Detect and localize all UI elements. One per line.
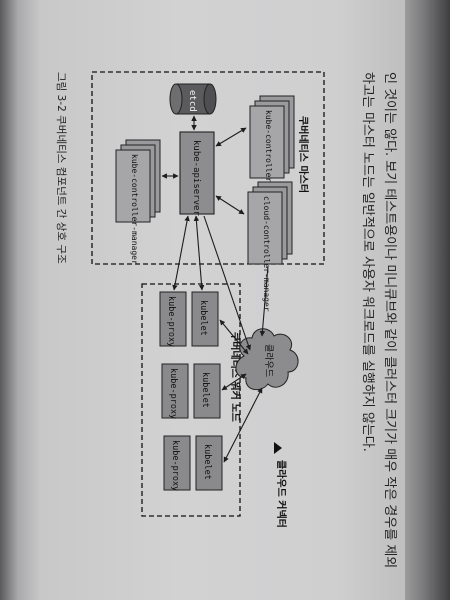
worker-node-2: kubelet kube-proxy (161, 363, 221, 419)
body-text-line-2: 하고는 마스터 노드는 일반적으로 사용자 워크로드를 실행하지 않는다. (360, 72, 376, 452)
kube-controller-manager-label: kube-controller-manager (264, 110, 273, 221)
etcd-label: etcd (187, 90, 197, 112)
apiserver-box: kube-apiserver (179, 131, 215, 216)
cluster-arrows (172, 215, 269, 463)
worker-node-1: kubelet kube-proxy (159, 291, 219, 347)
kubelet-label-3: kubelet (202, 444, 212, 480)
cloud-connector-legend: 클라우드 커넥터 (274, 442, 288, 528)
cloud-label: 클라우드 (263, 344, 274, 377)
worker-node-3: kubelet kube-proxy (163, 435, 223, 491)
page-edge (405, 0, 450, 600)
kubelet-label-2: kubelet (200, 372, 210, 408)
figure-caption: 그림 3-2 쿠버네티스 컴포넌트 간 상호 구조 (55, 72, 67, 264)
cloud-connector-label: 클라우드 커넥터 (275, 460, 288, 528)
kube-controller-manager-stack: kube-controller-manager (249, 95, 295, 221)
kubelet-label-1: kubelet (198, 300, 208, 336)
master-label: 쿠버네티스 마스터 (297, 116, 310, 193)
etcd-cylinder: etcd (169, 83, 217, 115)
kube-proxy-label-3: kube-proxy (170, 440, 180, 491)
cloud-controller-manager-label: cloud-controller-manager (262, 196, 271, 312)
cloud-controller-manager-stack: cloud-controller-manager (247, 181, 293, 312)
kube-proxy-label-1: kube-proxy (166, 296, 176, 347)
master-arrows (161, 115, 247, 215)
body-text-line-1: 인 것이는 않다. 보기 테스트용이나 미니큐브와 같이 클러스터 크기가 매우… (382, 72, 397, 568)
scheduler-stack: kube-controller-manager (115, 139, 161, 265)
apiserver-label: kube-apiserver (191, 140, 201, 216)
worker-box (141, 283, 241, 517)
scheduler-label: kube-controller-manager (130, 154, 139, 265)
master-box (91, 71, 325, 265)
cloud-connector-icon (274, 442, 282, 454)
kube-proxy-label-2: kube-proxy (168, 368, 178, 419)
